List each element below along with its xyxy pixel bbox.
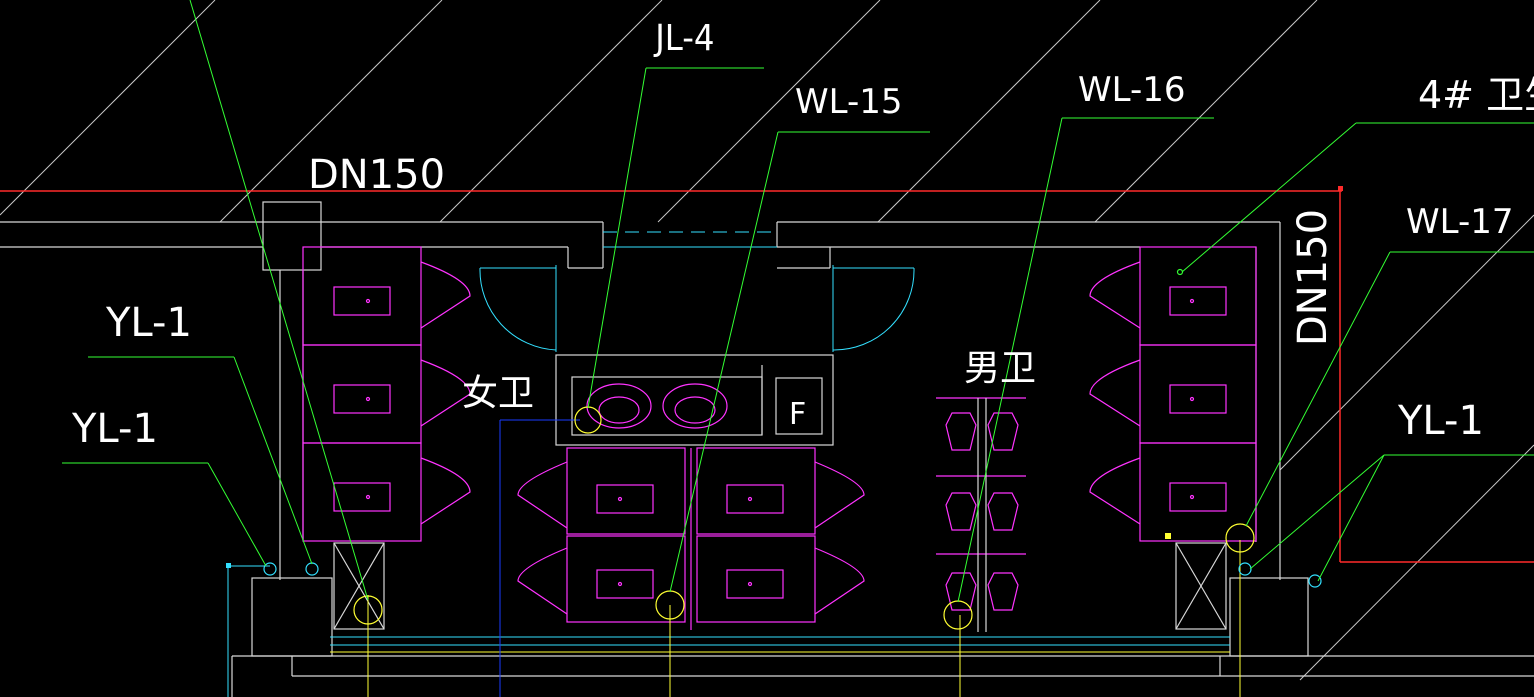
label-yl1-upper-left: YL-1	[105, 300, 192, 346]
label-dn150-left: DN150	[308, 152, 445, 198]
pipe-circles	[263, 268, 1322, 630]
label-men: 男卫	[964, 348, 1036, 389]
label-dn150-right: DN150	[1290, 209, 1336, 346]
label-wl15: WL-15	[795, 82, 903, 122]
yellow-node-marker	[1165, 533, 1171, 539]
label-yl1-right: YL-1	[1397, 398, 1484, 444]
label-jl4: JL-4	[653, 17, 714, 59]
shafts	[333, 542, 1227, 630]
walls	[0, 201, 1534, 697]
red-node-marker	[1338, 186, 1343, 191]
women-stalls-left	[302, 246, 471, 542]
door-swings	[479, 231, 915, 352]
leader-lines	[62, 0, 1534, 603]
label-wl17: WL-17	[1406, 202, 1514, 242]
label-yl1-lower-left: YL-1	[71, 406, 158, 452]
label-women: 女卫	[462, 373, 534, 414]
urinals	[936, 397, 1026, 632]
red-pipe	[0, 188, 1534, 563]
hatch-lines	[0, 0, 1534, 681]
cyan-node-marker	[226, 563, 231, 568]
women-stalls-center	[517, 377, 865, 630]
label-toilet4: 4# 卫生	[1418, 73, 1534, 117]
men-stalls-right	[1089, 246, 1257, 542]
label-wl16: WL-16	[1078, 70, 1186, 110]
label-f-mark: F	[789, 397, 806, 432]
